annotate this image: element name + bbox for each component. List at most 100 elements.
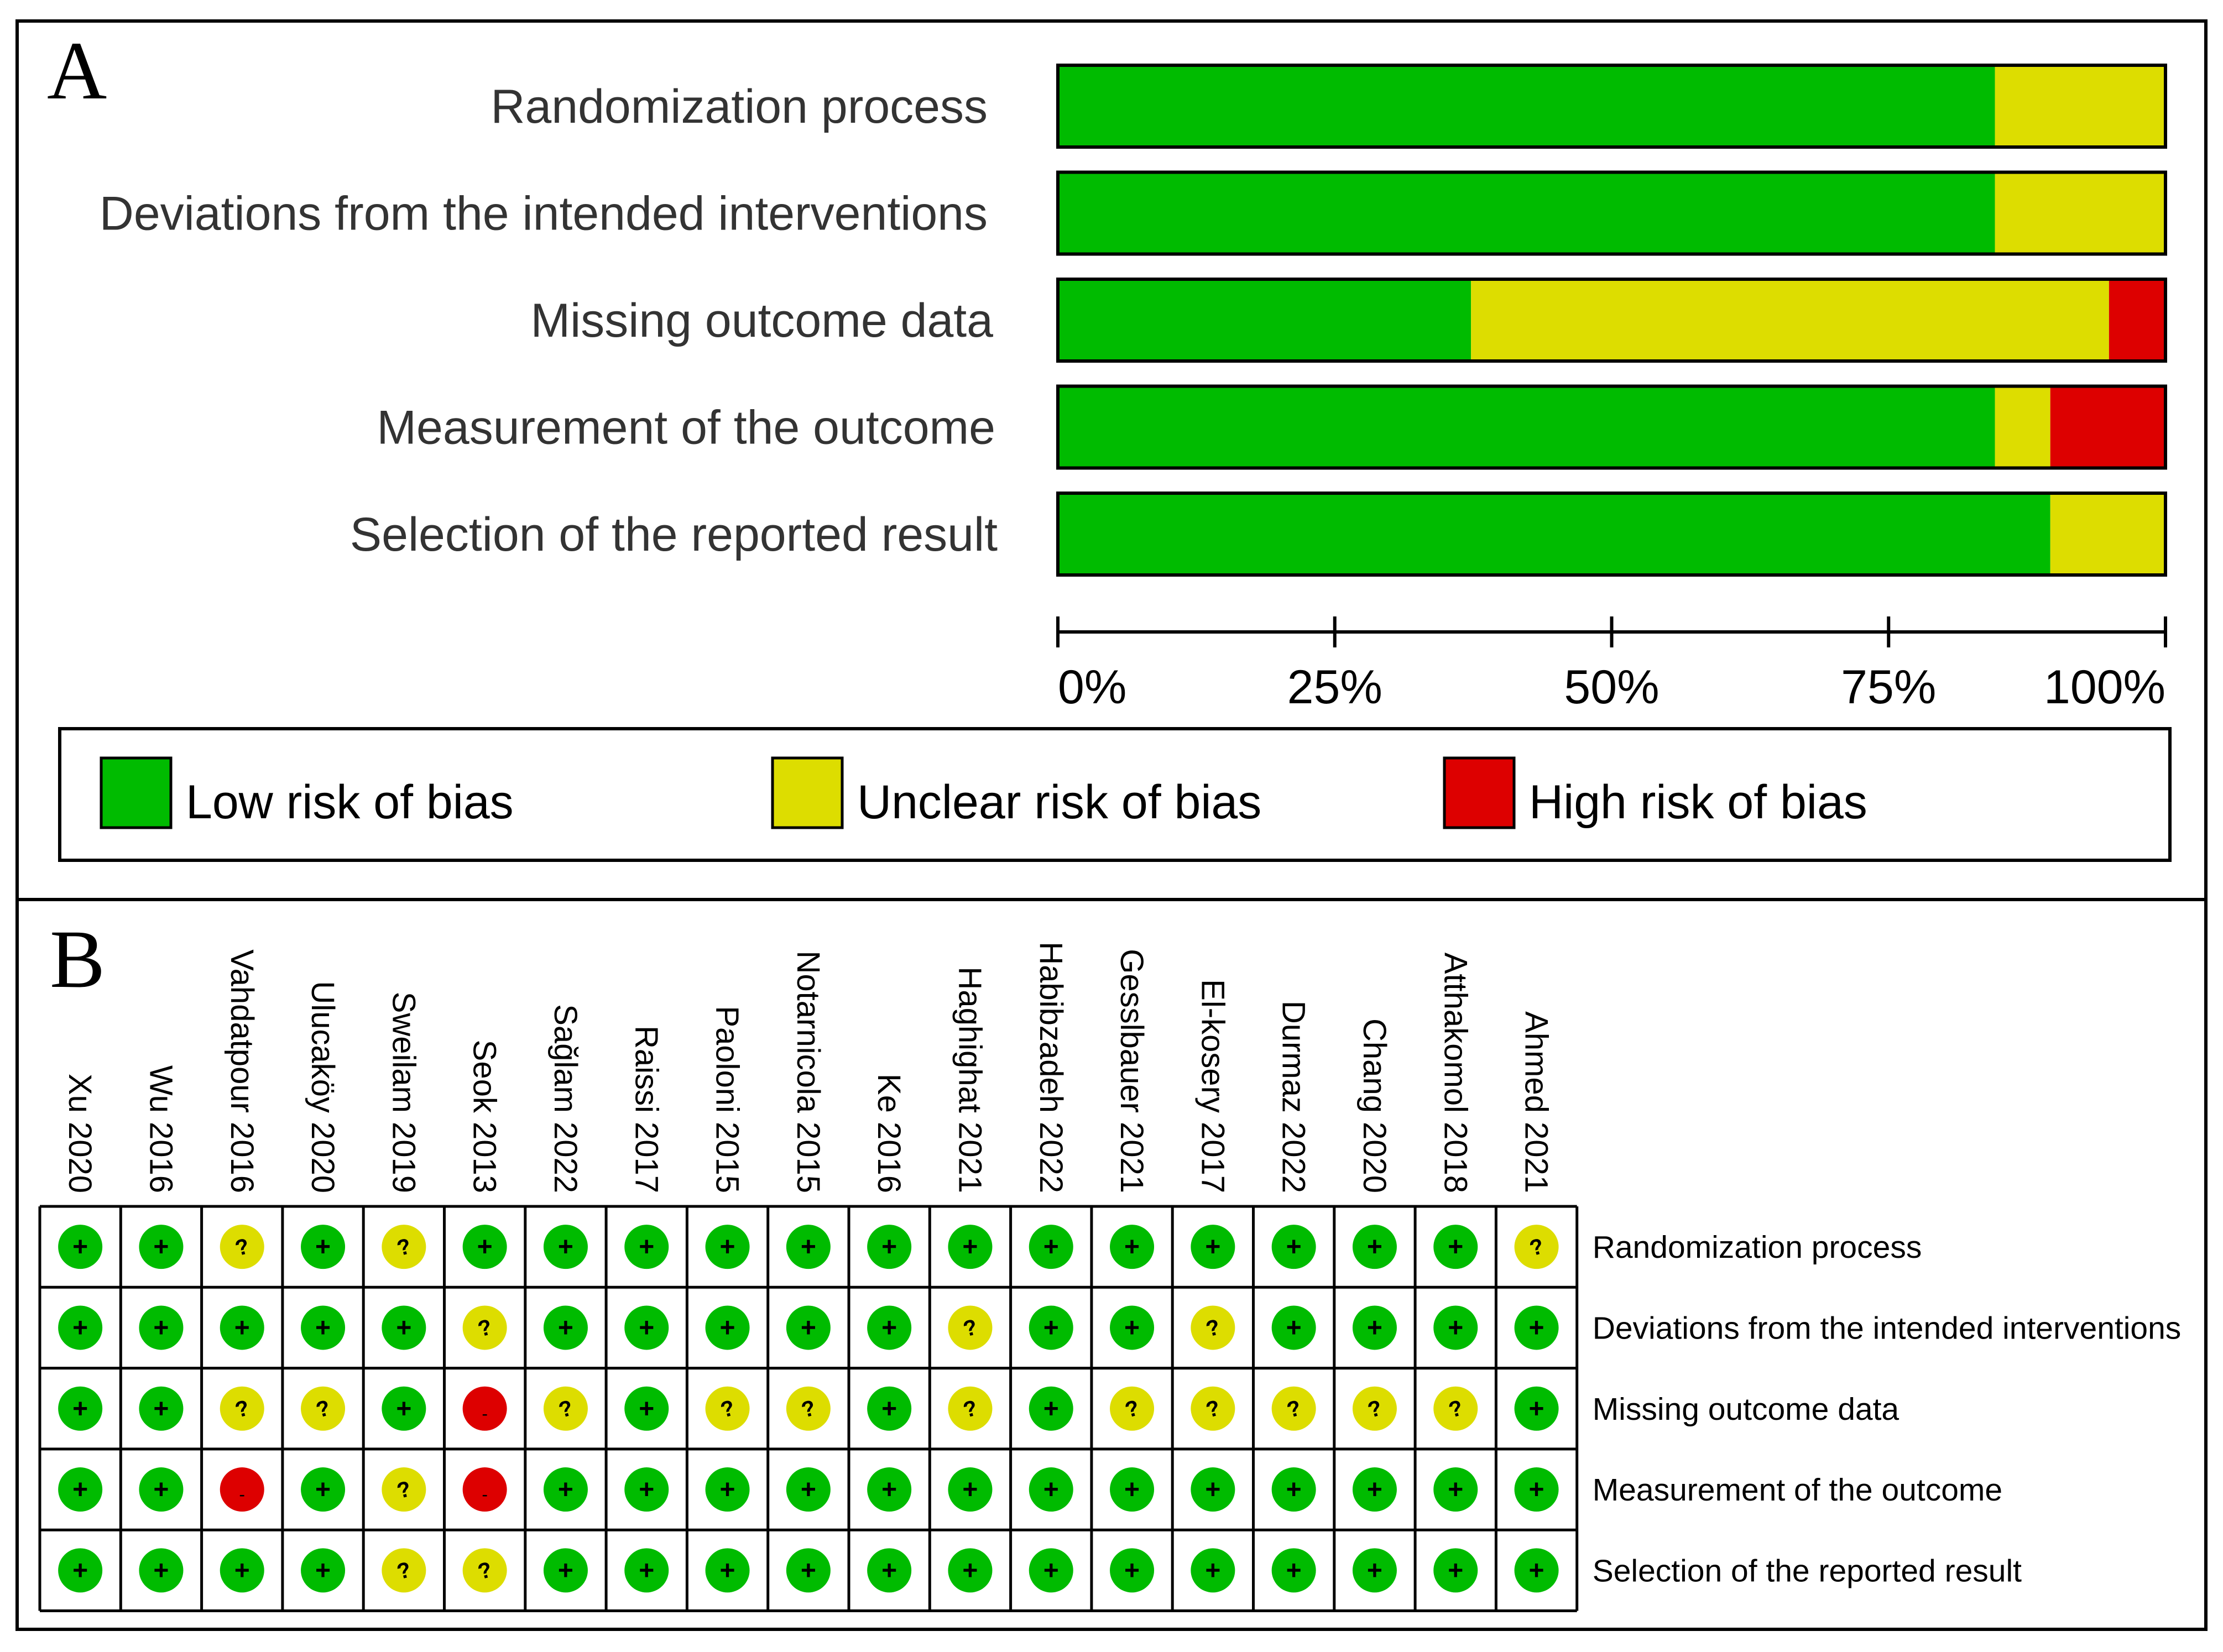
judgement-low-ke-2016-missing-outcome-data — [867, 1386, 912, 1431]
judgement-low-chang-2020-randomization-process-symbol: + — [1367, 1232, 1382, 1262]
judgement-low-sa-lam-2022-selection-of-the-reported-result — [543, 1548, 588, 1593]
judgement-low-sa-lam-2022-randomization-process — [543, 1225, 588, 1269]
judgement-low-ulucak-y-2020-deviations-from-the-intended-interventions-symbol: + — [315, 1313, 331, 1342]
judgement-low-xu-2020-measurement-of-the-outcome — [58, 1467, 103, 1512]
judgement-high-vahdatpour-2016-measurement-of-the-outcome-symbol: - — [239, 1484, 245, 1504]
judgement-unclear-gesslbauer-2021-missing-outcome-data — [1110, 1386, 1155, 1431]
judgement-low-sa-lam-2022-randomization-process-symbol: + — [558, 1232, 573, 1262]
category-label-measurement-of-the-outcome: Measurement of the outcome — [377, 401, 995, 454]
category-label-selection-of-the-reported-result: Selection of the reported result — [350, 508, 998, 561]
study-label-durmaz-2022: Durmaz 2022 — [1276, 1001, 1312, 1193]
judgement-low-raissi-2017-measurement-of-the-outcome — [624, 1467, 669, 1512]
judgement-low-habibzadeh-2022-missing-outcome-data — [1029, 1386, 1073, 1431]
judgement-high-seok-2013-measurement-of-the-outcome — [462, 1467, 507, 1512]
legend-label-high-risk-of-bias: High risk of bias — [1529, 776, 1867, 829]
judgement-low-sa-lam-2022-deviations-from-the-intended-interventions-symbol: + — [558, 1313, 573, 1342]
judgement-low-gesslbauer-2021-measurement-of-the-outcome-symbol: + — [1124, 1475, 1140, 1504]
judgement-low-ahmed-2021-measurement-of-the-outcome — [1514, 1467, 1559, 1512]
judgement-low-chang-2020-measurement-of-the-outcome — [1352, 1467, 1397, 1512]
judgement-low-ahmed-2021-missing-outcome-data — [1514, 1386, 1559, 1431]
judgement-low-atthakomol-2018-selection-of-the-reported-result — [1433, 1548, 1478, 1593]
judgement-low-notarnicola-2015-selection-of-the-reported-result-symbol: + — [801, 1556, 816, 1585]
judgement-unclear-vahdatpour-2016-randomization-process — [220, 1225, 264, 1269]
judgement-low-gesslbauer-2021-randomization-process — [1110, 1225, 1155, 1269]
study-label-chang-2020: Chang 2020 — [1356, 1018, 1392, 1193]
judgement-low-chang-2020-deviations-from-the-intended-interventions — [1352, 1305, 1397, 1350]
study-label-habibzadeh-2022: Habibzadeh 2022 — [1033, 942, 1069, 1193]
judgement-low-ahmed-2021-selection-of-the-reported-result-symbol: + — [1529, 1556, 1544, 1585]
judgement-low-sweilam-2019-deviations-from-the-intended-interventions-symbol: + — [396, 1313, 411, 1342]
judgement-unclear-seok-2013-selection-of-the-reported-result — [462, 1548, 507, 1593]
judgement-low-notarnicola-2015-deviations-from-the-intended-interventions-symbol: + — [801, 1313, 816, 1342]
judgement-low-chang-2020-selection-of-the-reported-result-symbol: + — [1367, 1556, 1382, 1585]
bar-outline-randomization-process — [1056, 64, 2167, 149]
judgement-low-raissi-2017-missing-outcome-data — [624, 1386, 669, 1431]
judgement-low-paoloni-2015-deviations-from-the-intended-interventions — [705, 1305, 750, 1350]
study-label-ke-2016: Ke 2016 — [871, 1074, 907, 1193]
judgement-low-notarnicola-2015-measurement-of-the-outcome — [786, 1467, 831, 1512]
judgement-low-ahmed-2021-deviations-from-the-intended-interventions — [1514, 1305, 1559, 1350]
judgement-low-ke-2016-measurement-of-the-outcome-symbol: + — [881, 1475, 897, 1504]
judgement-low-el-kosery-2017-randomization-process-symbol: + — [1205, 1232, 1220, 1262]
judgement-low-haghighat-2021-selection-of-the-reported-result-symbol: + — [962, 1556, 978, 1585]
judgement-low-atthakomol-2018-randomization-process-symbol: + — [1448, 1232, 1463, 1262]
judgement-high-seok-2013-missing-outcome-data-symbol: - — [482, 1404, 488, 1424]
judgement-low-xu-2020-measurement-of-the-outcome-symbol: + — [72, 1475, 88, 1504]
panel-b-frame — [15, 898, 2208, 1631]
study-label-vahdatpour-2016: Vahdatpour 2016 — [224, 949, 260, 1193]
judgement-low-ke-2016-randomization-process-symbol: + — [881, 1232, 897, 1262]
judgement-low-atthakomol-2018-randomization-process — [1433, 1225, 1478, 1269]
judgement-low-wu-2016-measurement-of-the-outcome — [139, 1467, 184, 1512]
judgement-low-habibzadeh-2022-deviations-from-the-intended-interventions-symbol: + — [1043, 1313, 1059, 1342]
judgement-low-ahmed-2021-deviations-from-the-intended-interventions-symbol: + — [1529, 1313, 1544, 1342]
judgement-low-ke-2016-measurement-of-the-outcome — [867, 1467, 912, 1512]
judgement-low-raissi-2017-measurement-of-the-outcome-symbol: + — [639, 1475, 654, 1504]
judgement-unclear-durmaz-2022-missing-outcome-data — [1271, 1386, 1316, 1431]
judgement-low-haghighat-2021-measurement-of-the-outcome — [948, 1467, 993, 1512]
judgement-low-raissi-2017-deviations-from-the-intended-interventions-symbol: + — [639, 1313, 654, 1342]
judgement-low-habibzadeh-2022-selection-of-the-reported-result-symbol: + — [1043, 1556, 1059, 1585]
judgement-low-gesslbauer-2021-measurement-of-the-outcome — [1110, 1467, 1155, 1512]
legend-swatch-high-risk-of-bias — [1443, 756, 1516, 829]
judgement-low-atthakomol-2018-selection-of-the-reported-result-symbol: + — [1448, 1556, 1463, 1585]
judgement-low-wu-2016-deviations-from-the-intended-interventions-symbol: + — [153, 1313, 169, 1342]
judgement-low-raissi-2017-deviations-from-the-intended-interventions — [624, 1305, 669, 1350]
domain-label-deviations-from-the-intended-interventions: Deviations from the intended interventio… — [1593, 1310, 2182, 1346]
legend-swatch-low-risk-of-bias — [100, 756, 173, 829]
judgement-low-durmaz-2022-measurement-of-the-outcome — [1271, 1467, 1316, 1512]
bar-deviations-from-the-intended-interventions-low-risk-of-bias — [1058, 172, 1995, 254]
judgement-unclear-chang-2020-missing-outcome-data — [1352, 1386, 1397, 1431]
judgement-low-vahdatpour-2016-selection-of-the-reported-result — [220, 1548, 264, 1593]
judgement-low-paoloni-2015-deviations-from-the-intended-interventions-symbol: + — [720, 1313, 735, 1342]
judgement-low-ke-2016-selection-of-the-reported-result-symbol: + — [881, 1556, 897, 1585]
x-tick-label-2: 50% — [1564, 661, 1659, 714]
judgement-low-habibzadeh-2022-deviations-from-the-intended-interventions — [1029, 1305, 1073, 1350]
study-label-notarnicola-2015: Notarnicola 2015 — [790, 950, 826, 1193]
judgement-low-ulucak-y-2020-selection-of-the-reported-result-symbol: + — [315, 1556, 331, 1585]
study-label-seok-2013: Seok 2013 — [467, 1040, 503, 1193]
bar-randomization-process-low-risk-of-bias — [1058, 65, 1995, 147]
study-label-el-kosery-2017: El-kosery 2017 — [1194, 979, 1230, 1193]
judgement-unclear-el-kosery-2017-missing-outcome-data — [1191, 1386, 1235, 1431]
judgement-low-wu-2016-missing-outcome-data — [139, 1386, 184, 1431]
category-label-missing-outcome-data: Missing outcome data — [530, 294, 993, 347]
judgement-low-sa-lam-2022-deviations-from-the-intended-interventions — [543, 1305, 588, 1350]
bar-measurement-of-the-outcome-low-risk-of-bias — [1058, 386, 1995, 468]
legend-swatch-unclear-risk-of-bias — [771, 756, 844, 829]
study-label-ulucak-y-2020: Ulucaköy 2020 — [305, 981, 341, 1193]
judgement-low-el-kosery-2017-measurement-of-the-outcome — [1191, 1467, 1235, 1512]
study-label-xu-2020: Xu 2020 — [62, 1074, 98, 1193]
judgement-low-paoloni-2015-selection-of-the-reported-result-symbol: + — [720, 1556, 735, 1585]
judgement-high-vahdatpour-2016-measurement-of-the-outcome — [220, 1467, 264, 1512]
judgement-low-el-kosery-2017-selection-of-the-reported-result-symbol: + — [1205, 1556, 1220, 1585]
judgement-low-el-kosery-2017-randomization-process — [1191, 1225, 1235, 1269]
judgement-low-ulucak-y-2020-deviations-from-the-intended-interventions — [301, 1305, 346, 1350]
judgement-unclear-sweilam-2019-measurement-of-the-outcome — [382, 1467, 426, 1512]
judgement-low-vahdatpour-2016-deviations-from-the-intended-interventions-symbol: + — [234, 1313, 250, 1342]
study-label-sa-lam-2022: Sağlam 2022 — [547, 1004, 583, 1193]
judgement-low-xu-2020-missing-outcome-data — [58, 1386, 103, 1431]
judgement-low-ke-2016-deviations-from-the-intended-interventions-symbol: + — [881, 1313, 897, 1342]
